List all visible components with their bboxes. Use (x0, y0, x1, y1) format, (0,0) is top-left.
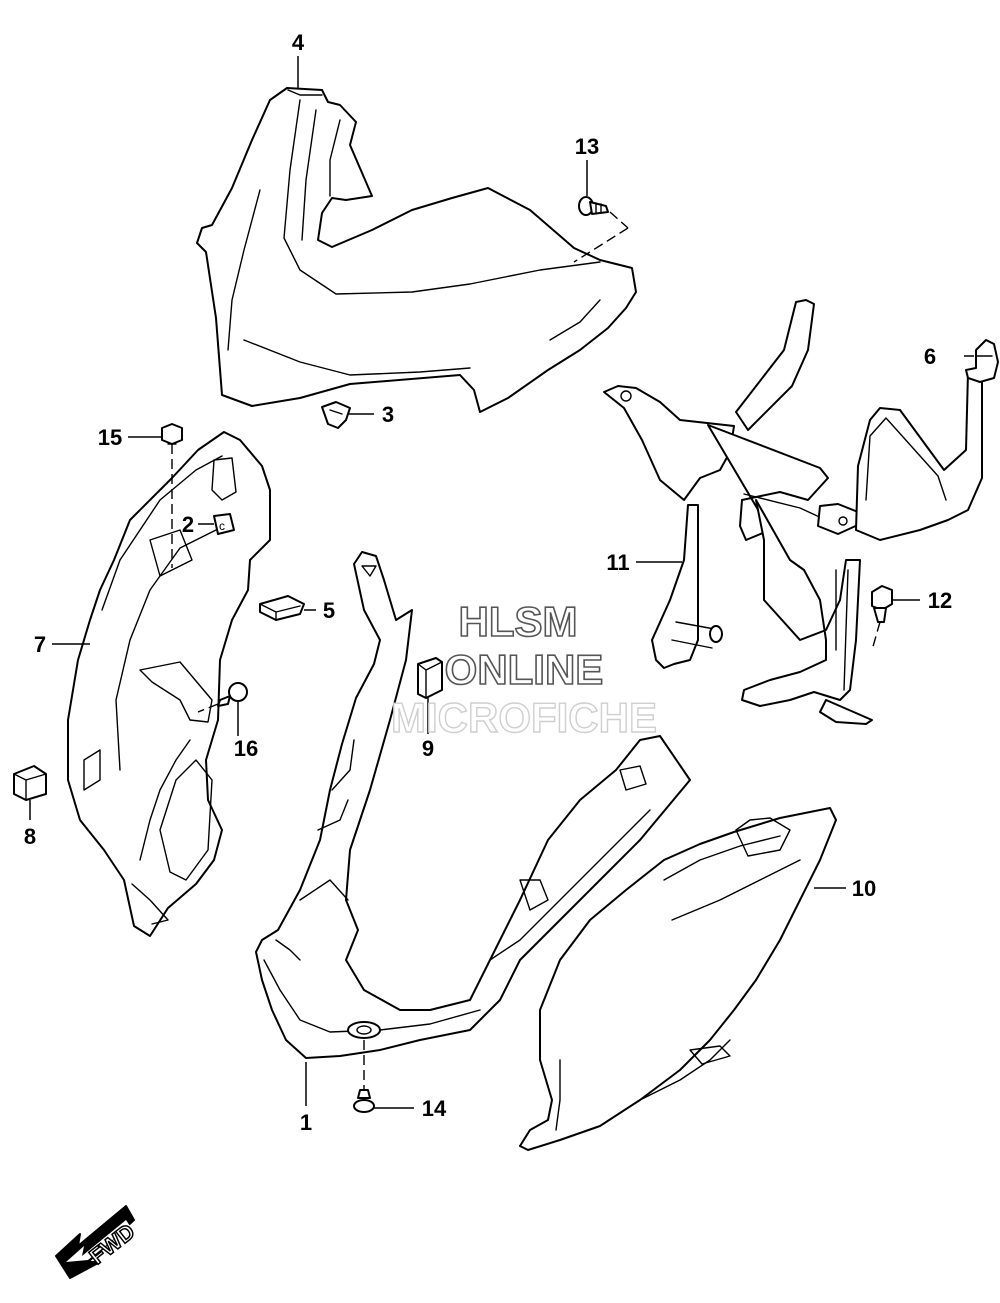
callout-15: 15 (98, 425, 122, 450)
watermark-line-1: HLSM (459, 598, 578, 645)
callout-11: 11 (606, 550, 629, 575)
callout-9: 9 (422, 736, 434, 761)
part-8-pad[interactable] (13, 765, 47, 801)
part-13-screw[interactable] (578, 196, 609, 216)
watermark-line-2: ONLINE (445, 646, 604, 693)
part-7-side-panel[interactable] (67, 431, 271, 937)
part-11-bracket[interactable] (603, 299, 983, 725)
callout-labels: 4 13 3 6 15 2 7 5 8 16 9 11 12 10 1 14 (24, 30, 952, 1135)
callout-3: 3 (382, 402, 394, 427)
part-2-nut[interactable]: c (213, 513, 235, 535)
callout-1: 1 (300, 1110, 312, 1135)
callout-12: 12 (928, 588, 952, 613)
callout-6: 6 (924, 344, 936, 369)
part-6-rivet[interactable] (965, 339, 999, 383)
dash-13 (609, 211, 629, 229)
part-9-pad[interactable] (417, 657, 443, 699)
callout-16: 16 (234, 736, 258, 761)
callout-14: 14 (422, 1096, 447, 1121)
part-1-lower-cowl[interactable] (255, 551, 691, 1059)
watermark-line-3: MICROFICHE (391, 694, 657, 741)
part-5-pad[interactable] (259, 595, 305, 621)
part-10-side-panel[interactable] (519, 807, 837, 1151)
fwd-arrow-icon: FWD (55, 1205, 140, 1279)
part-15-bolt[interactable] (161, 423, 183, 445)
callout-8: 8 (24, 824, 36, 849)
svg-text:c: c (219, 519, 225, 533)
dash-12 (871, 621, 881, 651)
part-3-clip[interactable] (321, 401, 351, 429)
watermark: HLSM ONLINE MICROFICHE (390, 597, 657, 742)
callout-2: 2 (182, 512, 194, 537)
part-12-bolt[interactable] (871, 585, 893, 623)
callout-13: 13 (575, 134, 599, 159)
callout-10: 10 (852, 876, 876, 901)
callout-4: 4 (292, 30, 305, 55)
dash-13b (573, 227, 629, 263)
callout-7: 7 (34, 632, 46, 657)
callout-5: 5 (323, 598, 335, 623)
leader-lines (29, 56, 974, 1109)
part-4-front-cowl[interactable] (196, 87, 637, 413)
part-16-screw[interactable] (217, 682, 248, 707)
part-14-screw[interactable] (353, 1089, 375, 1113)
dash-16 (197, 703, 219, 713)
